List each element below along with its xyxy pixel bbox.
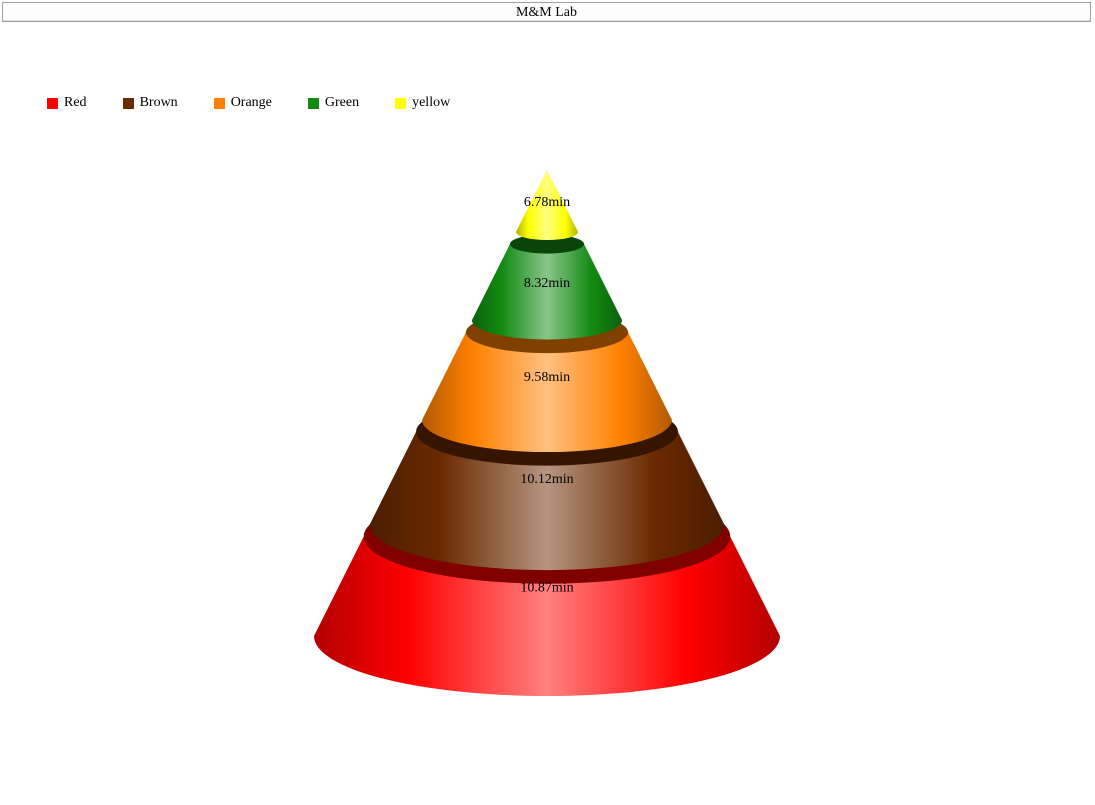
data-label-brown: 10.12min [520,472,573,487]
data-label-red: 10.87min [520,580,573,595]
cone-segment-cap [509,234,585,254]
legend-item-green: Green [307,95,360,111]
legend-label: Red [64,95,87,110]
chart-title: M&M Lab [2,2,1091,22]
legend-swatch [122,97,134,109]
legend-swatch [307,97,319,109]
legend-label: yellow [412,95,451,110]
data-label-yellow: 6.78min [524,195,570,210]
legend-swatch [47,97,58,109]
legend-item-orange: Orange [213,95,272,111]
legend-label: Green [324,95,360,110]
legend-item-yellow: yellow [395,95,450,111]
data-label-orange: 9.58min [524,370,570,385]
cone-segment-yellow [515,170,579,241]
legend-label: Brown [139,95,178,110]
legend-swatch [213,97,225,109]
legend-item-brown: Brown [122,95,178,111]
chart-legend: Red Brown Orange Green yellow [47,94,450,112]
legend-swatch [395,97,407,109]
cone-segment-body [471,244,623,340]
legend-item-red: Red [47,95,87,111]
cone-segment-body [314,536,780,696]
cone-segment-body [369,431,725,571]
legend-label: Orange [230,95,272,110]
cone-segment-body [515,170,579,241]
cone-segment-green [471,234,623,340]
data-label-green: 8.32min [524,276,570,291]
cone-segment-body [422,332,672,453]
